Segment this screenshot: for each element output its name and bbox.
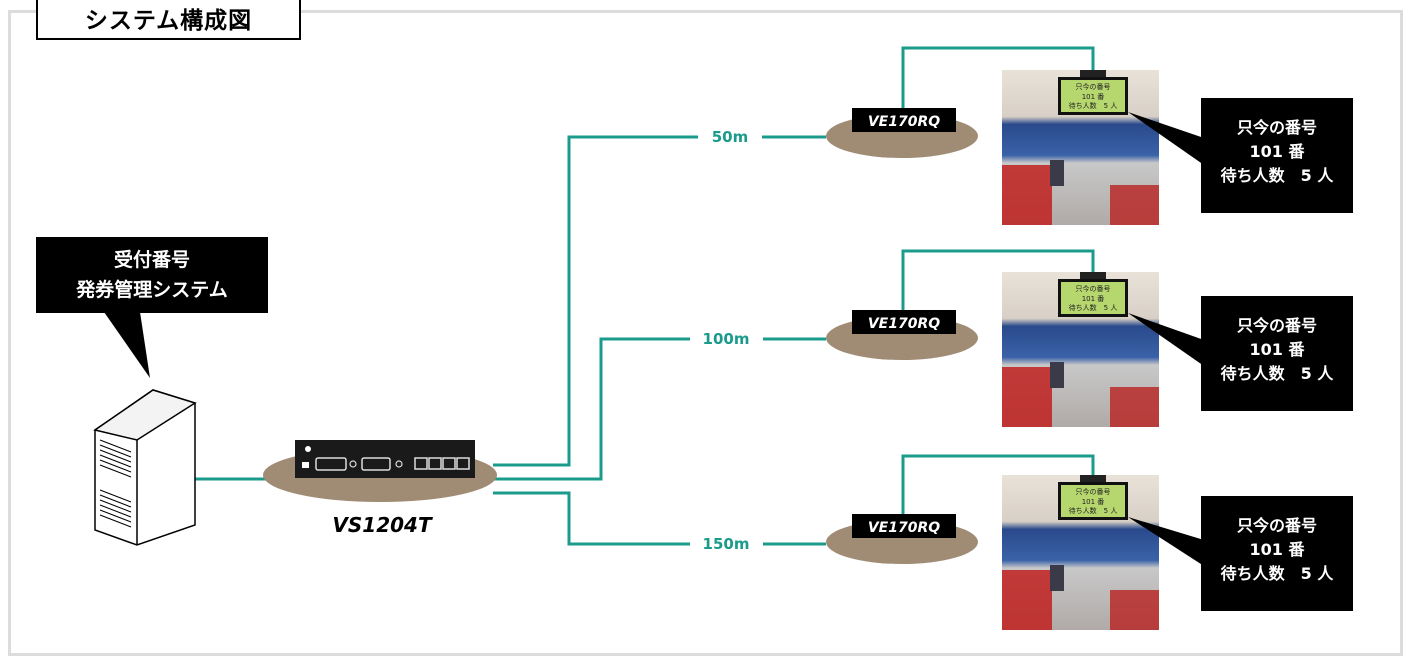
receiver-2: VE170RQ — [826, 310, 978, 360]
display-line1: 只今の番号 — [1076, 82, 1111, 91]
display-line2: 101 番 — [1082, 295, 1105, 303]
cable-branch-3 — [493, 491, 826, 546]
display-line2: 101 番 — [1082, 93, 1105, 101]
bubble-box-1 — [1201, 98, 1353, 213]
bubble-line3: 待ち人数 5 人 — [1220, 564, 1334, 583]
bubble-line3: 待ち人数 5 人 — [1220, 166, 1334, 185]
status-bubble-2: 只今の番号 101 番 待ち人数 5 人 — [1201, 296, 1353, 411]
distance-label-2: 100m — [703, 330, 750, 348]
status-bubble-1: 只今の番号 101 番 待ち人数 5 人 — [1201, 98, 1353, 213]
bubble-box-3 — [1201, 496, 1353, 611]
display-line3: 待ち人数 5 人 — [1069, 101, 1118, 110]
cables — [195, 46, 1095, 546]
display-line1: 只今の番号 — [1076, 284, 1111, 293]
distance-label-3: 150m — [703, 535, 750, 553]
pc-tower-icon — [93, 389, 197, 546]
bubble-line1: 只今の番号 — [1236, 118, 1317, 137]
display-line3: 待ち人数 5 人 — [1069, 303, 1118, 312]
bubble-line1: 只今の番号 — [1236, 516, 1317, 535]
venue-photo-2 — [1002, 272, 1159, 427]
display-line1: 只今の番号 — [1076, 487, 1111, 496]
display-monitor-2: 只今の番号 101 番 待ち人数 5 人 — [1058, 272, 1128, 317]
system-label-line2: 発券管理システム — [76, 279, 228, 301]
cable-display-1 — [901, 46, 1095, 110]
display-monitor-1: 只今の番号 101 番 待ち人数 5 人 — [1058, 70, 1128, 115]
diagram-frame — [8, 10, 1403, 656]
bubble-pointer-2 — [1128, 313, 1204, 366]
system-label-pointer — [104, 312, 150, 378]
display-line2: 101 番 — [1082, 498, 1105, 506]
hub-device — [295, 440, 475, 478]
receiver-model-label: VE170RQ — [868, 114, 940, 130]
bubble-box-2 — [1201, 296, 1353, 411]
display-line3: 待ち人数 5 人 — [1069, 506, 1118, 515]
system-label-box — [36, 237, 268, 313]
cable-display-3 — [901, 454, 1095, 515]
bubble-pointer-1 — [1128, 112, 1204, 165]
distance-label-1: 50m — [712, 128, 749, 146]
receiver-model-label: VE170RQ — [868, 520, 940, 536]
system-label: 受付番号 発券管理システム — [36, 237, 268, 313]
cable-display-2 — [901, 249, 1095, 312]
receiver-3: VE170RQ — [826, 514, 978, 564]
bubble-pointer-3 — [1128, 517, 1204, 566]
receiver-model-label: VE170RQ — [868, 316, 940, 332]
hub-model-label: VS1204T — [332, 513, 433, 537]
cable-branch-1 — [493, 135, 826, 467]
page-title: システム構成図 — [36, 0, 301, 40]
bubble-line2: 101 番 — [1249, 340, 1305, 359]
status-bubble-3: 只今の番号 101 番 待ち人数 5 人 — [1201, 496, 1353, 611]
receiver-1: VE170RQ — [826, 108, 978, 158]
bubble-line1: 只今の番号 — [1236, 316, 1317, 335]
bubble-line2: 101 番 — [1249, 142, 1305, 161]
display-monitor-3: 只今の番号 101 番 待ち人数 5 人 — [1058, 475, 1128, 520]
bubble-line2: 101 番 — [1249, 540, 1305, 559]
bubble-line3: 待ち人数 5 人 — [1220, 364, 1334, 383]
system-label-line1: 受付番号 — [113, 249, 190, 271]
cable-branch-2 — [493, 337, 826, 481]
venue-photo-1 — [1002, 70, 1159, 225]
